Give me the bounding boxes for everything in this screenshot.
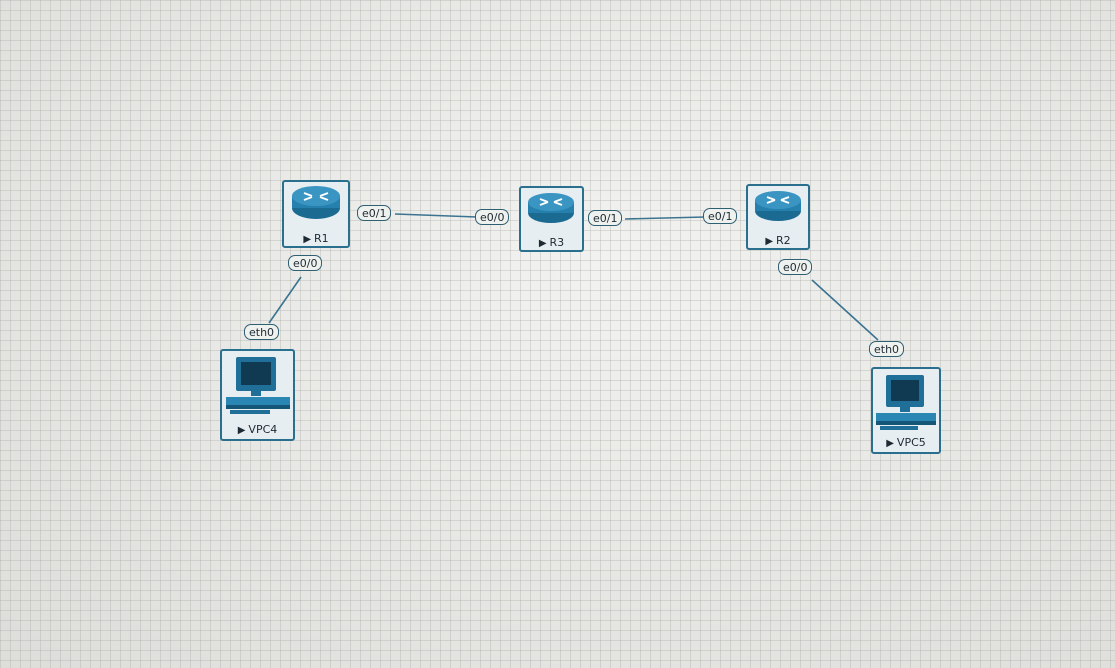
router-r1[interactable]: ▶R1 <box>282 180 350 248</box>
iface-vpc4-eth0[interactable]: eth0 <box>244 324 280 340</box>
router-icon <box>528 193 574 223</box>
iface-r3-e0-0[interactable]: e0/0 <box>475 209 510 225</box>
play-icon[interactable]: ▶ <box>765 236 774 247</box>
iface-r1-e0-1[interactable]: e0/1 <box>357 205 392 221</box>
computer-icon <box>876 375 936 430</box>
link-r1-r3[interactable] <box>394 213 478 218</box>
node-label: ▶VPC4 <box>237 423 278 436</box>
node-label: ▶R2 <box>765 234 791 247</box>
node-label: ▶R3 <box>538 236 565 249</box>
router-r3[interactable]: ▶R3 <box>519 186 584 252</box>
link-r1-vpc4[interactable] <box>268 276 302 324</box>
play-icon[interactable]: ▶ <box>538 238 547 249</box>
play-icon[interactable]: ▶ <box>237 425 246 436</box>
computer-icon <box>226 357 290 414</box>
iface-vpc5-eth0[interactable]: eth0 <box>869 341 905 357</box>
link-r2-vpc5[interactable] <box>811 279 879 341</box>
pc-vpc5[interactable]: ▶VPC5 <box>871 367 941 454</box>
link-r3-r2[interactable] <box>624 216 706 220</box>
iface-r1-e0-0[interactable]: e0/0 <box>288 255 323 271</box>
node-label: ▶R1 <box>303 232 329 245</box>
router-icon <box>292 186 340 219</box>
router-r2[interactable]: ▶R2 <box>746 184 810 250</box>
node-label: ▶VPC5 <box>886 436 926 449</box>
iface-r3-e0-1[interactable]: e0/1 <box>588 210 623 226</box>
iface-r2-e0-0[interactable]: e0/0 <box>778 259 813 275</box>
iface-r2-e0-1[interactable]: e0/1 <box>703 208 738 224</box>
play-icon[interactable]: ▶ <box>886 438 894 449</box>
router-icon <box>755 191 801 221</box>
play-icon[interactable]: ▶ <box>303 234 312 245</box>
pc-vpc4[interactable]: ▶VPC4 <box>220 349 295 441</box>
